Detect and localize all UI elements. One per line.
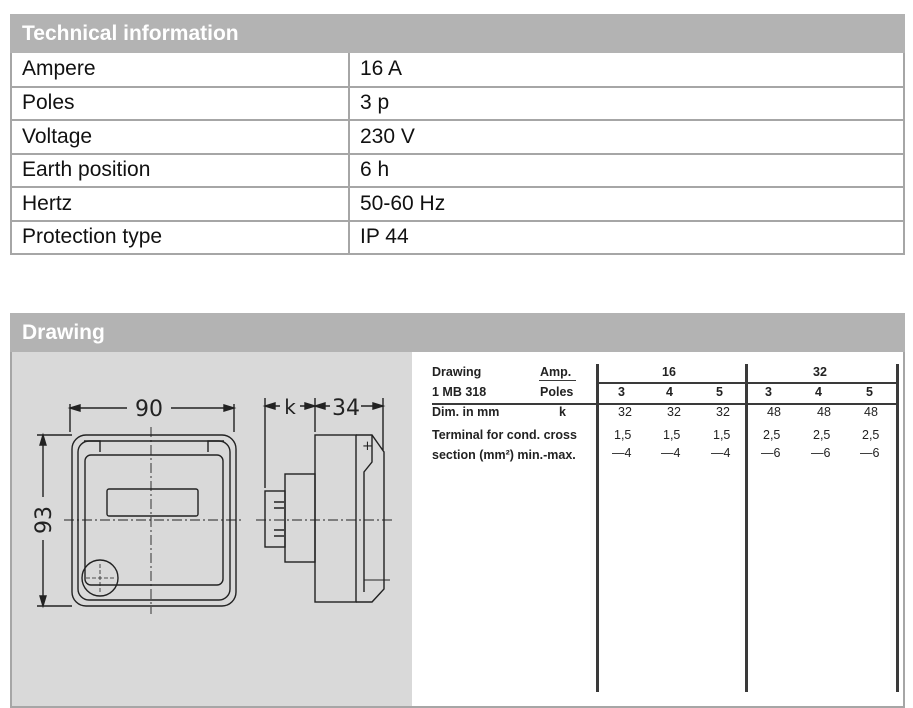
- column-divider: [896, 364, 899, 692]
- terminal-max: —4: [612, 446, 632, 460]
- dim-value: 32: [716, 405, 730, 419]
- table-row: Ampere 16 A: [10, 53, 905, 88]
- height-dimension-label: 93: [32, 506, 57, 534]
- technical-drawing-image: 90 k 34 + 93: [12, 352, 412, 706]
- poles-value: 5: [716, 385, 723, 399]
- poles-value: 3: [765, 385, 772, 399]
- drawing-body: 90 k 34 + 93 Drawing Amp. 16 32: [10, 352, 905, 708]
- row-label: Ampere: [10, 53, 350, 88]
- socket-outline-icon: 90 k 34 + 93: [32, 395, 394, 614]
- table-row: Earth position 6 h: [10, 152, 905, 188]
- row-value: IP 44: [348, 219, 905, 255]
- table-row: Protection type IP 44: [10, 219, 905, 255]
- terminal-min: 2,5: [862, 428, 880, 442]
- row-divider: [596, 382, 898, 384]
- drawing-section: Drawing: [10, 313, 905, 708]
- terminal-max: —6: [761, 446, 781, 460]
- column-divider: [596, 364, 599, 692]
- drawing-label: Drawing: [432, 365, 482, 379]
- column-divider: [745, 364, 748, 692]
- table-row: Poles 3 p: [10, 85, 905, 121]
- row-value: 6 h: [348, 152, 905, 188]
- width-dimension-label: 90: [135, 397, 163, 422]
- row-label: Poles: [10, 85, 350, 121]
- terminal-max: —4: [711, 446, 731, 460]
- dim-label: Dim. in mm: [432, 405, 500, 419]
- row-label: Protection type: [10, 219, 350, 255]
- row-value: 50-60 Hz: [348, 186, 905, 222]
- drawing-header: Drawing: [10, 313, 905, 352]
- dim-value: 48: [767, 405, 781, 419]
- table-row: Hertz 50-60 Hz: [10, 186, 905, 222]
- terminal-min: 1,5: [713, 428, 731, 442]
- poles-value: 4: [815, 385, 822, 399]
- dim-value: 48: [864, 405, 878, 419]
- amp-underline: [539, 380, 576, 381]
- terminal-max: —6: [811, 446, 831, 460]
- terminal-min: 2,5: [813, 428, 831, 442]
- row-label: Voltage: [10, 119, 350, 155]
- row-label: Hertz: [10, 186, 350, 222]
- terminal-min: 1,5: [663, 428, 681, 442]
- k-dimension-label: k: [284, 395, 296, 419]
- amp-group-16: 16: [662, 365, 676, 379]
- technical-information-table: Ampere 16 A Poles 3 p Voltage 230 V Eart…: [10, 53, 905, 255]
- poles-value: 5: [866, 385, 873, 399]
- terminal-min: 2,5: [763, 428, 781, 442]
- table-row: Voltage 230 V: [10, 119, 905, 155]
- drawing-number: 1 MB 318: [432, 385, 487, 399]
- terminal-label-line1: Terminal for cond. cross: [432, 428, 577, 442]
- terminal-min: 1,5: [614, 428, 632, 442]
- dim-value: 32: [667, 405, 681, 419]
- technical-information-section: Technical information Ampere 16 A Poles …: [10, 14, 905, 255]
- poles-value: 4: [666, 385, 673, 399]
- plus-mark: +: [362, 439, 373, 454]
- amp-group-32: 32: [813, 365, 827, 379]
- terminal-label-line2: section (mm²) min.-max.: [432, 448, 576, 462]
- dim-symbol: k: [559, 405, 566, 419]
- poles-label: Poles: [540, 385, 574, 399]
- row-value: 16 A: [348, 53, 905, 88]
- dim-value: 48: [817, 405, 831, 419]
- depth-dimension-label: 34: [332, 396, 360, 421]
- terminal-max: —6: [860, 446, 880, 460]
- row-value: 230 V: [348, 119, 905, 155]
- poles-value: 3: [618, 385, 625, 399]
- row-divider: [432, 403, 898, 405]
- technical-information-header: Technical information: [10, 14, 905, 53]
- row-label: Earth position: [10, 152, 350, 188]
- dim-value: 32: [618, 405, 632, 419]
- amp-label: Amp.: [540, 365, 572, 379]
- row-value: 3 p: [348, 85, 905, 121]
- terminal-max: —4: [661, 446, 681, 460]
